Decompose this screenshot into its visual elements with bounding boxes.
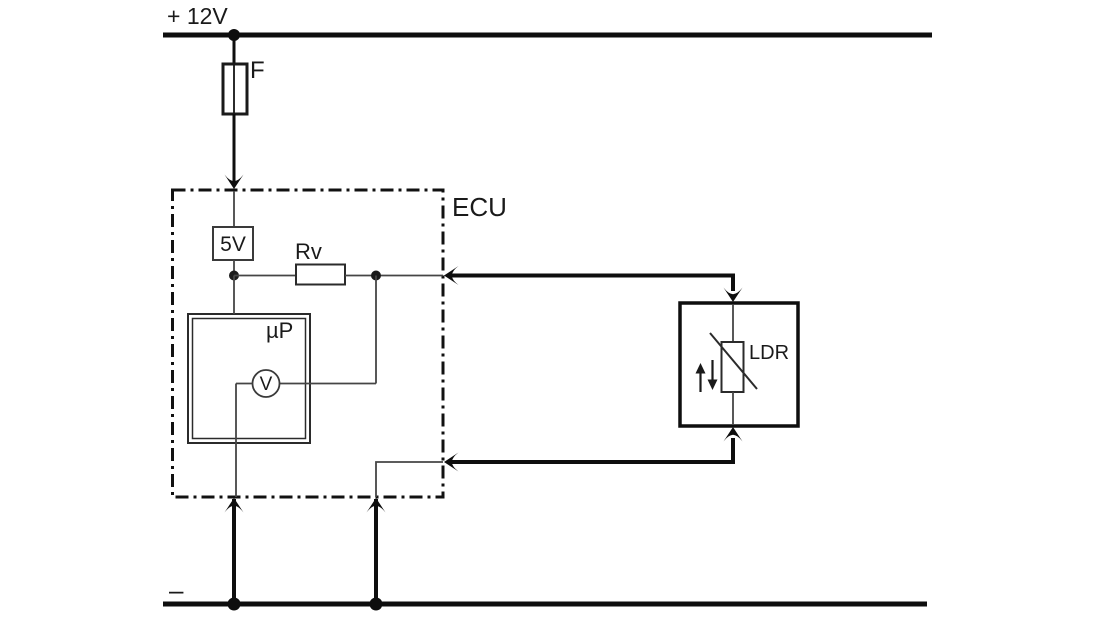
supply-rail-label: + 12V bbox=[167, 3, 228, 29]
ecu-boundary-box bbox=[171, 188, 445, 499]
ldr-variable-stroke bbox=[709, 332, 758, 390]
microprocessor-box-inner bbox=[191, 317, 307, 440]
resistor-rv-label: Rv bbox=[295, 239, 322, 264]
microprocessor-box-outer bbox=[187, 313, 311, 444]
ldr-variation-up-arrow-icon bbox=[695, 363, 706, 392]
voltmeter-label: V bbox=[260, 374, 273, 395]
wire-ecu-to-ldr bbox=[450, 273, 735, 291]
ldr-variation-down-arrow-icon bbox=[707, 360, 718, 390]
ldr-sensor-box bbox=[678, 301, 800, 428]
ground-rail-label: – bbox=[169, 575, 184, 605]
resistor-rv-symbol bbox=[295, 263, 346, 286]
regulator-label: 5V bbox=[220, 233, 246, 256]
ecu-label: ECU bbox=[452, 192, 507, 222]
fuse-label: F bbox=[250, 57, 265, 84]
wire-ldr-to-ecu-return bbox=[450, 438, 735, 464]
wire-ldr-return-internal bbox=[375, 461, 443, 497]
microprocessor-label: µP bbox=[266, 318, 293, 343]
regulator-5v-box bbox=[212, 226, 254, 261]
ldr-label: LDR bbox=[749, 342, 789, 364]
